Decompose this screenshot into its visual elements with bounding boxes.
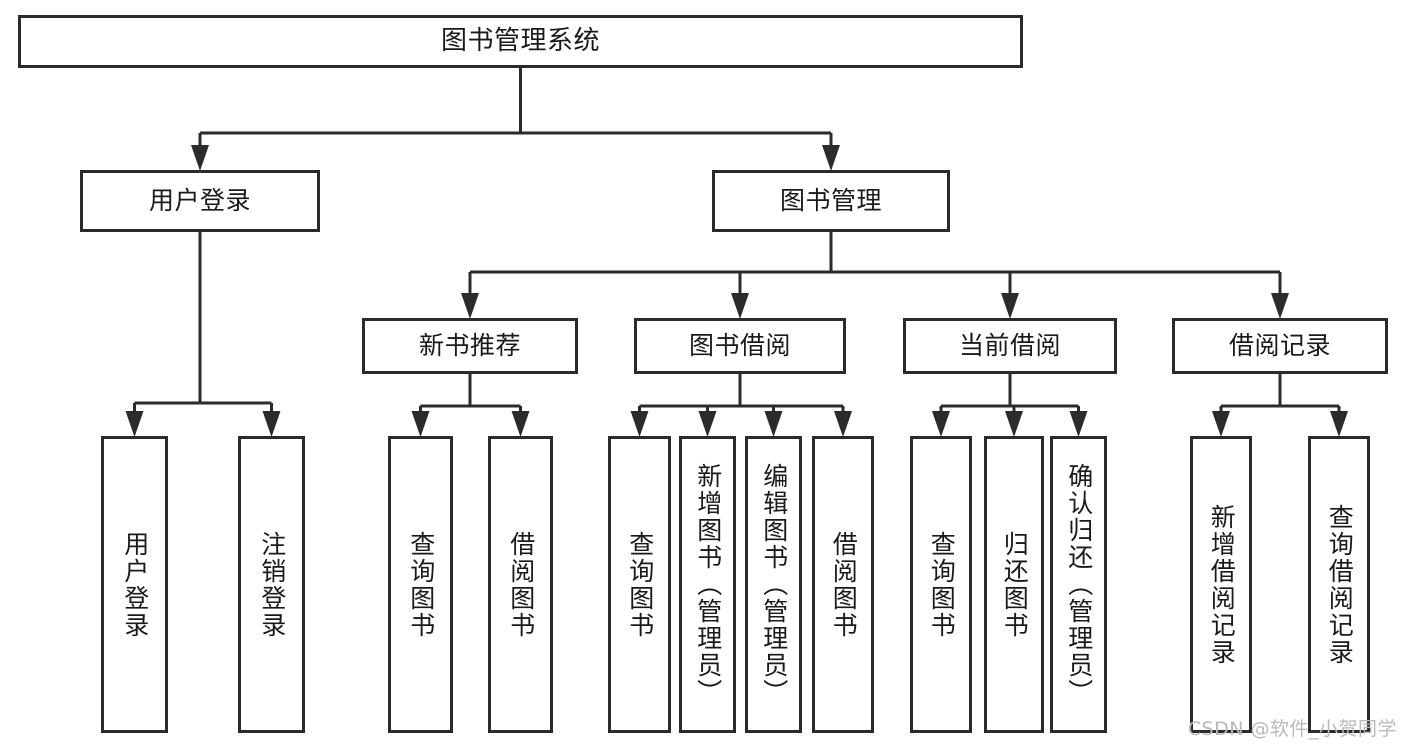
node-login[interactable]: 用户登录 bbox=[80, 170, 320, 232]
node-root[interactable]: 图书管理系统 bbox=[18, 15, 1023, 68]
node-b_add[interactable]: 新增图书（管理员） bbox=[679, 436, 736, 733]
node-l_logout[interactable]: 注销登录 bbox=[238, 436, 305, 733]
node-current[interactable]: 当前借阅 bbox=[903, 318, 1117, 374]
node-n_query[interactable]: 查询图书 bbox=[388, 436, 453, 733]
node-label: 新增图书（管理员） bbox=[693, 463, 723, 706]
node-label: 确认归还（管理员） bbox=[1064, 463, 1094, 706]
node-label: 图书借阅 bbox=[688, 330, 791, 360]
node-borrow[interactable]: 图书借阅 bbox=[634, 318, 846, 374]
node-label: 归还图书 bbox=[1000, 530, 1030, 639]
node-label: 图书管理 bbox=[779, 185, 882, 215]
node-bookmgmt[interactable]: 图书管理 bbox=[712, 170, 950, 232]
node-b_lend[interactable]: 借阅图书 bbox=[812, 436, 874, 733]
node-label: 新增借阅记录 bbox=[1207, 503, 1237, 666]
node-label: 查询借阅记录 bbox=[1325, 503, 1355, 666]
node-label: 借阅图书 bbox=[829, 530, 859, 639]
watermark-label: CSDN @软件_小贺同学 bbox=[1187, 718, 1397, 740]
node-l_login[interactable]: 用户登录 bbox=[101, 436, 168, 733]
node-label: 当前借阅 bbox=[958, 330, 1061, 360]
node-c_confirm[interactable]: 确认归还（管理员） bbox=[1050, 436, 1107, 733]
node-b_edit[interactable]: 编辑图书（管理员） bbox=[745, 436, 802, 733]
node-label: 查询图书 bbox=[625, 530, 655, 639]
node-label: 查询图书 bbox=[927, 530, 957, 639]
node-label: 新书推荐 bbox=[418, 330, 521, 360]
node-records[interactable]: 借阅记录 bbox=[1172, 318, 1388, 374]
node-label: 用户登录 bbox=[120, 530, 150, 639]
node-label: 用户登录 bbox=[148, 185, 251, 215]
node-label: 注销登录 bbox=[257, 530, 287, 639]
node-label: 编辑图书（管理员） bbox=[759, 463, 789, 706]
node-n_borrow[interactable]: 借阅图书 bbox=[488, 436, 553, 733]
node-c_return[interactable]: 归还图书 bbox=[984, 436, 1044, 733]
node-b_query[interactable]: 查询图书 bbox=[608, 436, 671, 733]
node-label: 图书管理系统 bbox=[440, 25, 600, 56]
node-label: 借阅记录 bbox=[1228, 330, 1331, 360]
node-r_add[interactable]: 新增借阅记录 bbox=[1190, 436, 1252, 733]
node-label: 借阅图书 bbox=[506, 530, 536, 639]
node-label: 查询图书 bbox=[406, 530, 436, 639]
node-r_query[interactable]: 查询借阅记录 bbox=[1308, 436, 1370, 733]
node-newbook[interactable]: 新书推荐 bbox=[362, 318, 578, 374]
node-c_query[interactable]: 查询图书 bbox=[910, 436, 972, 733]
